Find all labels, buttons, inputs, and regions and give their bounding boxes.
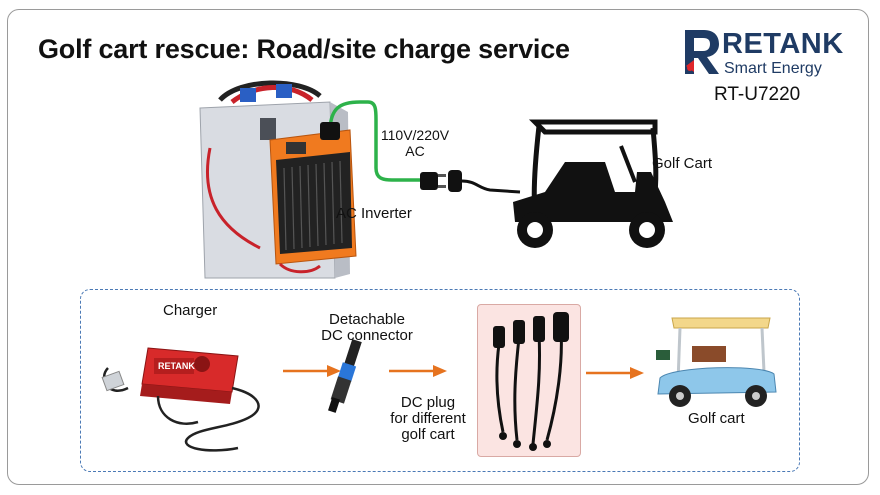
arrow-plugs-to-cart-icon: [586, 367, 644, 379]
dc-connector-text-1: Detachable: [329, 311, 405, 328]
arrow-charger-to-connector-icon: [283, 365, 341, 377]
dc-plug-text-1: DC plug: [400, 394, 456, 411]
ac-inverter-label: AC Inverter: [336, 205, 412, 222]
content-frame: [7, 9, 869, 485]
brand-tagline: Smart Energy: [724, 60, 822, 77]
retank-r-logo-icon: [685, 30, 719, 74]
ac-plug-icon: [420, 170, 521, 194]
charger-label: Charger: [163, 302, 218, 319]
charger-brand-text: RETANK: [158, 361, 195, 371]
golf-cart-label: Golf Cart: [652, 155, 713, 172]
dc-charging-section: [80, 289, 800, 472]
dc-plugs-image: [493, 312, 569, 451]
model-number: RT-U7220: [714, 84, 801, 105]
dc-connector-text-2: DC connector: [321, 327, 413, 344]
ac-type-text: AC: [405, 143, 425, 159]
ac-output-cable: [320, 100, 422, 182]
dc-connector-image: [328, 339, 362, 413]
page-title: Golf cart rescue: Road/site charge servi…: [38, 34, 570, 64]
dc-connector-label: Detachable DC connector: [312, 312, 422, 344]
battery-with-inverter-image: [199, 80, 357, 279]
dc-plug-text-3: golf cart: [401, 426, 455, 443]
brand-name: RETANK: [722, 28, 844, 60]
brand-logo: RETANK Smart Energy: [682, 28, 852, 80]
dc-plug-text-2: for different: [390, 410, 466, 427]
dc-plug-label: DC plug for different golf cart: [382, 395, 474, 443]
golf-cart-silhouette-icon: [513, 119, 673, 248]
charger-image: RETANK: [101, 347, 260, 452]
ac-voltage-text: 110V/220V: [380, 127, 450, 143]
ac-voltage-label: 110V/220V AC: [372, 127, 458, 159]
golf-cart-bottom-label: Golf cart: [688, 410, 745, 427]
golf-cart-cartoon-image: [656, 317, 777, 407]
arrow-connector-to-plugs-icon: [389, 365, 447, 377]
